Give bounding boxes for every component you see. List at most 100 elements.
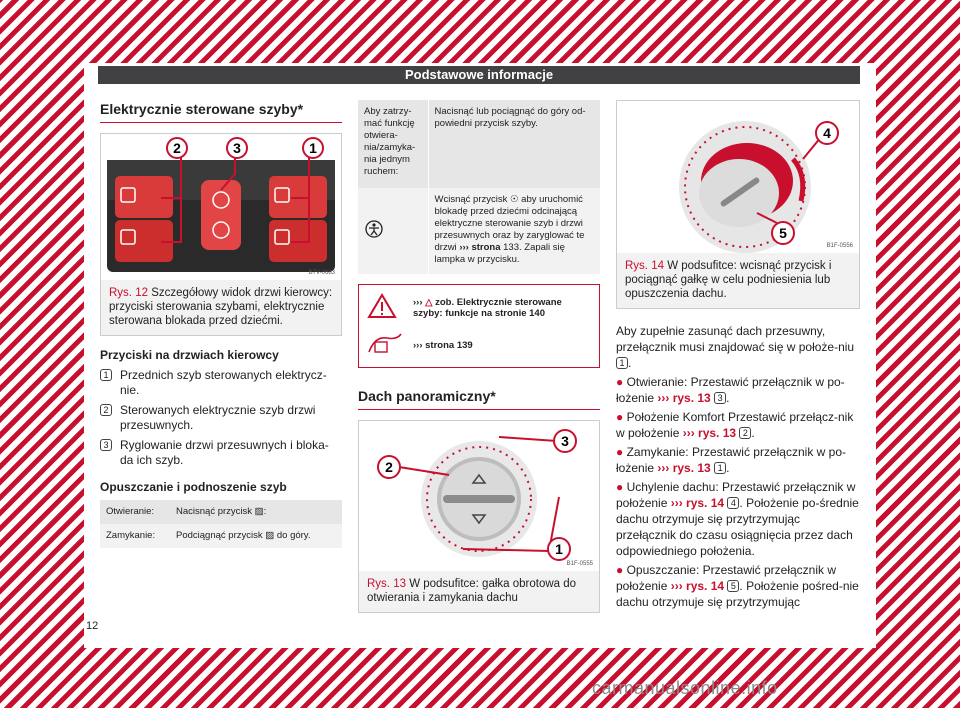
figure-link[interactable]: ››› rys. 14 xyxy=(670,496,725,510)
figure-14: 4 5 B1F-0556 Rys. 14 W podsufitce: wcisn… xyxy=(616,100,860,309)
warning-row: ››› △ zob. Elektrycznie sterowane szyby:… xyxy=(367,293,591,322)
warning-box: ››› △ zob. Elektrycznie sterowane szyby:… xyxy=(358,284,600,368)
environment-note-icon xyxy=(367,332,413,359)
figure-link[interactable]: ››› rys. 13 xyxy=(682,426,737,440)
callout-label: 2 xyxy=(173,140,181,156)
item-number: 2 xyxy=(100,404,112,416)
cell-tail: do góry. xyxy=(274,530,311,541)
roof-knob-tilt-illustration: 4 5 xyxy=(617,101,859,253)
column-right: 4 5 B1F-0556 Rys. 14 W podsufitce: wcisn… xyxy=(616,100,860,613)
bullet-icon: ● xyxy=(616,410,624,424)
note-ref-text: strona 139 xyxy=(425,340,473,351)
item-number: 1 xyxy=(100,369,112,381)
ref-arrows: ››› xyxy=(413,340,423,351)
child-lock-icon xyxy=(365,220,383,238)
figure-link[interactable]: ››› rys. 13 xyxy=(657,391,711,405)
callout-circle xyxy=(377,455,401,479)
subheading-driver-buttons: Przyciski na drzwiach kierowcy xyxy=(100,348,279,362)
figure-code: B1F-0555 xyxy=(566,561,593,567)
bullet-icon: ● xyxy=(616,563,624,577)
callout-circle xyxy=(553,429,577,453)
caption-text: W podsufitce: gałka obrotowa do otwieran… xyxy=(367,578,577,604)
callout-circle xyxy=(166,137,188,159)
callout-label: 4 xyxy=(823,125,831,141)
figure-ref: Rys. 14 xyxy=(625,260,664,272)
inline-number: 1 xyxy=(714,462,727,474)
inline-number: 2 xyxy=(739,427,752,439)
bullet-tail: . Położenie po-średnie dachu otrzymuje s… xyxy=(616,496,859,558)
child-lock-icon: ☉ xyxy=(509,194,519,205)
column-left: Elektrycznie sterowane szyby* xyxy=(100,93,342,548)
figure-code: B7V-0683 xyxy=(308,270,335,276)
door-switch-illustration: 2 3 1 xyxy=(101,134,341,280)
figure-link[interactable]: ››› rys. 14 xyxy=(670,579,725,593)
cell-tail: : xyxy=(263,506,267,517)
section-title-roof: Dach panoramiczny* xyxy=(358,380,600,410)
table-cell-icon xyxy=(358,188,429,274)
table-cell-label: Otwieranie: xyxy=(100,500,170,524)
bullet-item: ● Uchylenie dachu: Przestawić przełączni… xyxy=(616,479,860,559)
function-table: Aby zatrzy-mać funkcję otwiera-nia/zamyk… xyxy=(358,100,600,274)
intro-paragraph: Aby zupełnie zasunąć dach przesuwny, prz… xyxy=(616,323,860,371)
figure-14-caption: Rys. 14 W podsufitce: wcisnąć przycisk i… xyxy=(617,253,859,308)
table-cell-label: Aby zatrzy-mać funkcję otwiera-nia/zamyk… xyxy=(358,100,429,188)
subheading-open-close: Opuszczanie i podnoszenie szyb xyxy=(100,480,287,494)
item-text: Sterowanych elektrycznie szyb drzwi prze… xyxy=(120,403,316,432)
figure-link[interactable]: ››› rys. 13 xyxy=(657,461,711,475)
bullet-text: Zamykanie: Przestawić przełącznik w po-ł… xyxy=(616,445,846,475)
bullet-icon: ● xyxy=(616,480,624,494)
table-row: Aby zatrzy-mać funkcję otwiera-nia/zamyk… xyxy=(358,100,600,188)
caption-text: Szczegółowy widok drzwi kierowcy: przyci… xyxy=(109,287,333,327)
cell-text: Podciągnąć przycisk xyxy=(176,530,263,541)
table-cell-label: Zamykanie: xyxy=(100,524,170,548)
section-title-windows: Elektrycznie sterowane szyby* xyxy=(100,93,342,123)
window-button-icon: ▨ xyxy=(254,506,264,517)
callout-circle xyxy=(302,137,324,159)
warning-text: ››› △ zob. Elektrycznie sterowane szyby:… xyxy=(413,297,591,319)
callout-label: 1 xyxy=(309,140,317,156)
page-number: 12 xyxy=(86,620,99,632)
table-cell-text: Wcisnąć przycisk ☉ aby uruchomić blokadę… xyxy=(428,188,600,274)
roof-instructions: Aby zupełnie zasunąć dach przesuwny, prz… xyxy=(616,323,860,610)
callout-label: 3 xyxy=(561,433,569,449)
cell-text: Nacisnąć przycisk xyxy=(176,506,253,517)
ref-arrows: ››› xyxy=(459,242,469,253)
bullet-icon: ● xyxy=(616,445,624,459)
figure-12: 2 3 1 B7V-0683 Rys. 12 Szczegółowy widok… xyxy=(100,133,342,336)
bullet-item: ● Otwieranie: Przestawić przełącznik w p… xyxy=(616,374,860,406)
column-middle: Aby zatrzy-mać funkcję otwiera-nia/zamyk… xyxy=(358,100,600,613)
inline-number: 1 xyxy=(616,357,628,369)
figure-13: 3 2 1 B1F-0555 Rys. 13 W podsufitce: gał… xyxy=(358,420,600,613)
bullet-item: ● Zamykanie: Przestawić przełącznik w po… xyxy=(616,444,860,476)
list-item: 2 Sterowanych elektrycznie szyb drzwi prz… xyxy=(100,403,342,433)
callout-label: 5 xyxy=(779,225,787,241)
table-row: Zamykanie: Podciągnąć przycisk ▨ do góry… xyxy=(100,524,342,548)
callout-circle xyxy=(547,537,571,561)
table-row: Otwieranie: Nacisnąć przycisk ▨: xyxy=(100,500,342,524)
bullet-tail: . xyxy=(726,391,730,405)
figure-ref: Rys. 12 xyxy=(109,287,148,299)
warning-triangle-icon xyxy=(367,293,413,322)
callout-label: 1 xyxy=(555,541,563,557)
figure-ref: Rys. 13 xyxy=(367,578,406,590)
item-text: Ryglowanie drzwi przesuwnych i bloka-da … xyxy=(120,438,329,467)
page-header: Podstawowe informacje xyxy=(98,66,860,84)
cell-text: . Zapali się lampka w przycisku. xyxy=(434,242,565,265)
figure-code: B1F-0556 xyxy=(826,243,853,249)
intro-tail: . xyxy=(628,356,632,370)
figure-12-image: 2 3 1 B7V-0683 xyxy=(101,134,341,280)
inline-number: 5 xyxy=(727,580,740,592)
item-number: 3 xyxy=(100,439,112,451)
bullet-item: ● Położenie Komfort Przestawić przełącz-… xyxy=(616,409,860,441)
callout-circle xyxy=(815,121,839,145)
inline-number: 3 xyxy=(714,392,727,404)
list-item: 1 Przednich szyb sterowanych elektrycz-ni… xyxy=(100,368,342,398)
callout-circle xyxy=(226,137,248,159)
bullet-text: Opuszczanie: Przestawić przełącznik w po… xyxy=(616,563,837,593)
item-text: Przednich szyb sterowanych elektrycz-nie… xyxy=(120,368,327,397)
open-close-table: Otwieranie: Nacisnąć przycisk ▨: Zamykan… xyxy=(100,500,342,548)
bullet-item: ● Opuszczanie: Przestawić przełącznik w … xyxy=(616,562,860,610)
figure-13-image: 3 2 1 B1F-0555 xyxy=(359,421,599,571)
bullet-text: Położenie Komfort Przestawić przełącz-ni… xyxy=(616,410,854,440)
small-warning-icon: △ xyxy=(425,296,433,308)
